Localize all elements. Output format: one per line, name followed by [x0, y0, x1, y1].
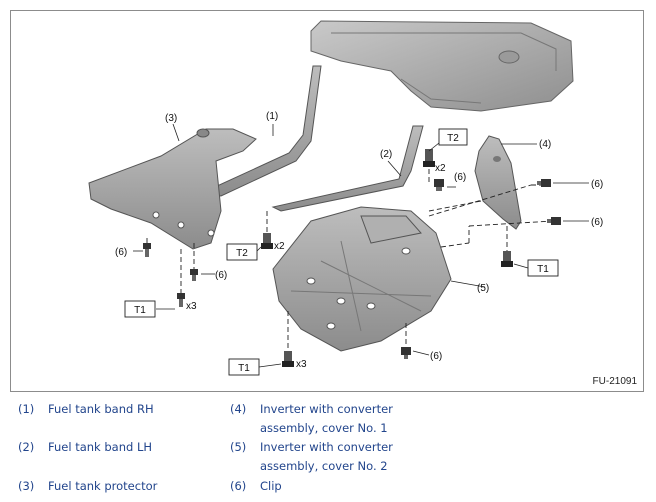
legend-label: Fuel tank band LH	[48, 440, 153, 454]
legend-number: (2)	[18, 440, 35, 454]
torque-box	[124, 300, 156, 318]
legend-item: (4) Inverter with converter assembly, cov…	[230, 400, 393, 438]
callout-5: (5)	[477, 283, 489, 294]
torque-label-t1: T1	[537, 264, 549, 275]
legend-label: assembly, cover No. 1	[260, 421, 388, 435]
torque-box	[527, 259, 559, 277]
legend-item: (2) Fuel tank band LH	[18, 438, 152, 457]
torque-box	[438, 128, 468, 146]
bolt-icon	[282, 351, 294, 367]
fasteners	[143, 149, 561, 367]
quantity-x2: x2	[274, 241, 285, 252]
quantity-x3: x3	[186, 301, 197, 312]
legend-item: (1) Fuel tank band RH	[18, 400, 154, 419]
clip-icon	[401, 347, 411, 359]
legend-item: (6) Clip	[230, 477, 282, 496]
callout-6: (6)	[430, 351, 442, 362]
callout-6: (6)	[591, 217, 603, 228]
bolt-icon	[501, 251, 513, 267]
legend-item: (3) Fuel tank protector	[18, 477, 157, 496]
bolt-icon	[143, 243, 151, 257]
inverter-cover-no2	[272, 206, 452, 352]
clip-icon	[434, 179, 444, 191]
torque-label-t1: T1	[238, 363, 250, 374]
legend-number: (6)	[230, 479, 247, 493]
fuel-tank-band-lh	[271, 125, 424, 212]
legend-number: (5)	[230, 440, 247, 454]
bolt-icon	[261, 233, 273, 249]
fuel-tank	[310, 20, 574, 112]
legend-label: Fuel tank band RH	[48, 402, 154, 416]
bolt-icon	[177, 293, 185, 307]
quantity-x2: x2	[435, 163, 446, 174]
figure-id: FU-21091	[592, 376, 637, 387]
clip-icon	[547, 217, 561, 225]
callout-6: (6)	[591, 179, 603, 190]
bolt-icon	[423, 149, 435, 167]
torque-label-t2: T2	[447, 133, 459, 144]
legend-label: Clip	[260, 479, 282, 493]
torque-label-t2: T2	[236, 248, 248, 259]
callout-4: (4)	[539, 139, 551, 150]
callout-3: (3)	[165, 113, 177, 124]
legend-item: (5) Inverter with converter assembly, cov…	[230, 438, 393, 476]
bolt-icon	[190, 269, 198, 281]
callout-6: (6)	[215, 270, 227, 281]
callout-6: (6)	[115, 247, 127, 258]
legend-number: (1)	[18, 402, 35, 416]
leader-lines	[133, 123, 589, 368]
inverter-cover-no1	[474, 135, 522, 230]
legend-label: Fuel tank protector	[48, 479, 158, 493]
callout-6: (6)	[454, 172, 466, 183]
torque-label-t1: T1	[134, 305, 146, 316]
quantity-x3: x3	[296, 359, 307, 370]
torque-box	[228, 358, 260, 376]
parts-legend: (1) Fuel tank band RH (2) Fuel tank band L…	[0, 396, 656, 502]
torque-box	[226, 243, 258, 261]
legend-label: Inverter with converter	[260, 440, 393, 454]
legend-number: (3)	[18, 479, 35, 493]
exploded-diagram: (3) (1) (2) (4) (5) (6) (6) (6) (6) (6) …	[10, 10, 644, 392]
legend-number: (4)	[230, 402, 247, 416]
callout-2: (2)	[380, 149, 392, 160]
diagram-canvas: (3) (1) (2) (4) (5) (6) (6) (6) (6) (6) …	[88, 20, 603, 376]
fuel-tank-protector	[88, 128, 257, 250]
legend-label: assembly, cover No. 2	[260, 459, 388, 473]
callout-1: (1)	[266, 111, 278, 122]
clip-icon	[537, 179, 551, 187]
legend-label: Inverter with converter	[260, 402, 393, 416]
